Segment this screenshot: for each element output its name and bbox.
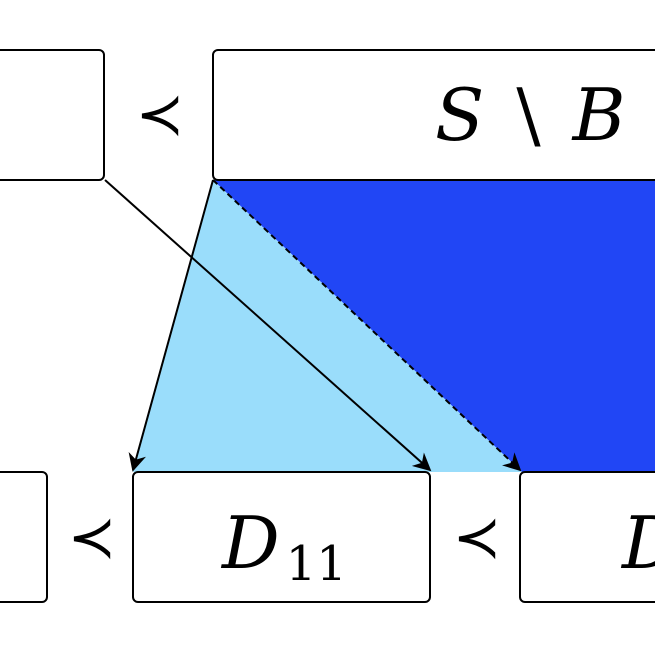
- node-bottom-right: [519, 471, 655, 603]
- node-bottom-right-label: D: [620, 501, 655, 585]
- precedes-symbol-top: ≺: [136, 80, 185, 148]
- arrow-top-right-to-d11: [128, 179, 214, 472]
- node-top-left: [0, 49, 105, 181]
- arrow-top-right-to-d-dashed: [212, 179, 522, 472]
- precedes-symbol-bottom-left: ≺: [68, 503, 117, 571]
- dark-blue-region: [213, 180, 655, 472]
- label-b: B: [571, 73, 626, 157]
- precedes-symbol-bottom-right: ≺: [453, 503, 502, 571]
- label-s: S: [435, 73, 484, 157]
- label-d11-main: D: [220, 501, 280, 585]
- label-d11-sub: 11: [286, 536, 347, 592]
- node-top-right-label: S \ B: [435, 73, 626, 157]
- label-setminus: \: [516, 73, 541, 157]
- node-bottom-middle-label: D 11: [220, 501, 347, 592]
- arrow-top-left-to-d11: [104, 179, 432, 472]
- light-blue-region: [133, 180, 522, 472]
- node-top-right: [212, 49, 655, 181]
- node-bottom-middle: [132, 471, 431, 603]
- node-bottom-left: [0, 471, 48, 603]
